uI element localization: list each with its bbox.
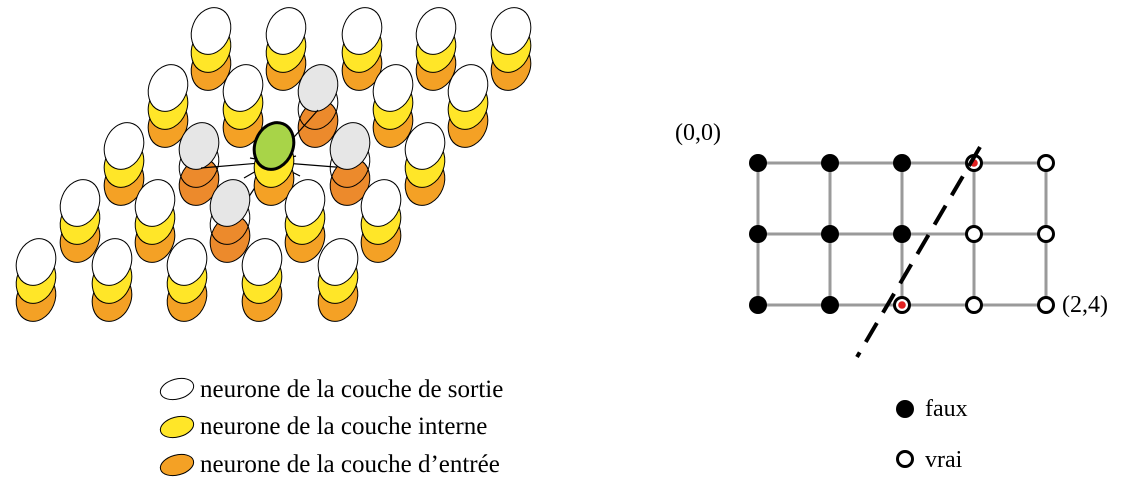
neuron-column (166, 238, 208, 322)
node-faux (821, 225, 839, 243)
neuron-column (372, 64, 414, 148)
legend-label-faux: faux (925, 396, 968, 422)
output-neuron (490, 7, 532, 55)
legend-label-vrai: vrai (925, 447, 963, 473)
separator-dashed-line (855, 145, 982, 359)
neuron-column (341, 7, 383, 91)
output-neuron (59, 179, 101, 227)
legend-item-output: neurone de la couche de sortie (159, 376, 503, 403)
output-neuron (134, 179, 176, 227)
output-neuron (166, 238, 208, 286)
grid-legend: faux vrai (896, 396, 968, 473)
output-neuron (15, 238, 57, 286)
node-faux (893, 225, 911, 243)
neuron-column (415, 7, 457, 91)
neuron-column (329, 122, 371, 206)
output-neuron (360, 179, 402, 227)
neuron-column (190, 7, 232, 91)
neuron-column (404, 122, 446, 206)
boolean-grid (749, 145, 1055, 359)
legend-label-output: neurone de la couche de sortie (200, 376, 503, 403)
neuron-column (447, 64, 489, 148)
output-neuron (190, 7, 232, 55)
output-neuron (341, 7, 383, 55)
neuron-column (134, 179, 176, 263)
neuron-column (317, 238, 359, 322)
neuron-column (252, 121, 296, 206)
legend-label-hidden: neurone de la couche interne (200, 413, 487, 440)
output-neuron (297, 64, 339, 112)
center-neuron (252, 121, 296, 171)
corner-label-top-left: (0,0) (675, 120, 721, 146)
neuron-column (297, 64, 339, 148)
node-faux (821, 154, 839, 172)
neuron-column (222, 64, 264, 148)
node-faux (893, 154, 911, 172)
node-faux (749, 154, 767, 172)
white-ellipse-icon (159, 377, 195, 401)
node-vrai (965, 225, 983, 243)
node-red-dot (898, 301, 906, 309)
network-legend: neurone de la couche de sortie neurone d… (159, 376, 503, 478)
output-neuron (91, 238, 133, 286)
neuron-column (147, 64, 189, 148)
hollow-circle-icon (896, 450, 914, 468)
output-neuron (404, 122, 446, 170)
node-faux (749, 296, 767, 314)
neuron-column (284, 179, 326, 263)
legend-item-faux: faux (896, 396, 968, 422)
neuron-column (360, 179, 402, 263)
neuron-column (59, 179, 101, 263)
legend-label-input: neurone de la couche d’entrée (200, 451, 500, 478)
node-faux (749, 225, 767, 243)
output-neuron (317, 238, 359, 286)
output-neuron (447, 64, 489, 112)
output-neuron (209, 179, 251, 227)
node-vrai (1037, 225, 1055, 243)
output-neuron (241, 238, 283, 286)
node-faux (821, 296, 839, 314)
node-vrai (965, 296, 983, 314)
filled-circle-icon (896, 400, 914, 418)
output-neuron (265, 7, 307, 55)
node-vrai (1037, 296, 1055, 314)
output-neuron (178, 122, 220, 170)
output-neuron (147, 64, 189, 112)
orange-ellipse-icon (159, 453, 195, 477)
node-vrai (1037, 154, 1055, 172)
output-neuron (222, 64, 264, 112)
neuron-column (490, 7, 532, 91)
output-neuron (284, 179, 326, 227)
legend-item-input: neurone de la couche d’entrée (159, 451, 500, 478)
legend-item-vrai: vrai (896, 447, 963, 473)
output-neuron (415, 7, 457, 55)
neuron-column (209, 179, 251, 263)
yellow-ellipse-icon (159, 415, 195, 439)
neuron-column (103, 122, 145, 206)
corner-label-bottom-right: (2,4) (1062, 292, 1108, 318)
neuron-column (241, 238, 283, 322)
output-neuron (103, 122, 145, 170)
neuron-column (15, 238, 57, 322)
neuron-column (91, 238, 133, 322)
legend-item-hidden: neurone de la couche interne (159, 413, 487, 440)
output-neuron (372, 64, 414, 112)
output-neuron (329, 122, 371, 170)
neuron-column (178, 122, 220, 206)
neural-network-lattice (15, 7, 532, 322)
